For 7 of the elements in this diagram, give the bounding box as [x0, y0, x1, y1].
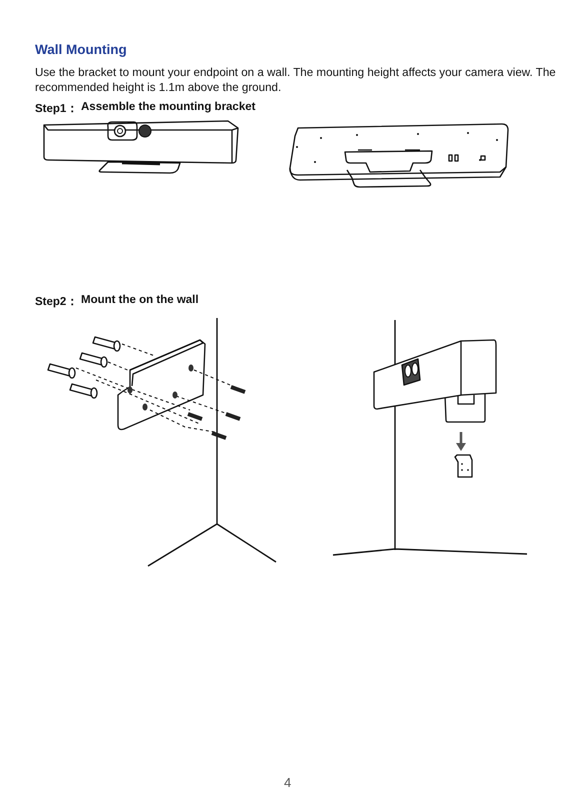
page-number: 4	[284, 775, 292, 790]
intro-paragraph: Use the bracket to mount your endpoint on a wall. The mounting height affects your camera view. The recommended height is 1.1m above the ground.	[35, 65, 557, 95]
step-instruction: Mount the on the wall	[81, 294, 199, 306]
step-instruction: Assemble the mounting bracket	[81, 101, 256, 113]
title: Wall Mounting	[35, 42, 127, 57]
step-number: Step1：	[35, 102, 78, 116]
step-number: Step2：	[35, 295, 78, 309]
